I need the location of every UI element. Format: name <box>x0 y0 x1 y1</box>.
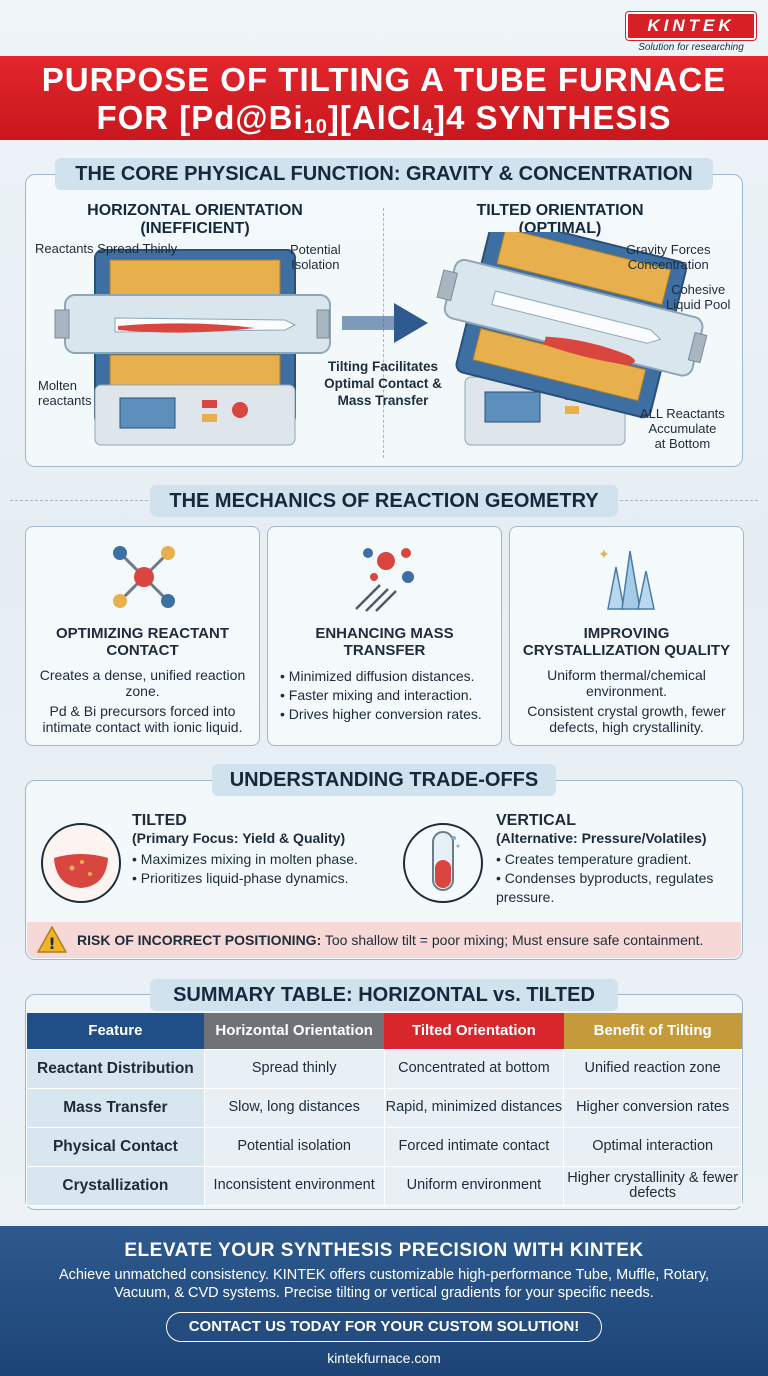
card-crystallization: ✦ IMPROVING CRYSTALLIZATION QUALITY Unif… <box>509 526 744 746</box>
test-tube-icon <box>403 823 483 903</box>
arrow-caption: Tilting Facilitates Optimal Contact & Ma… <box>324 359 442 408</box>
tradeoff-tilted: TILTED (Primary Focus: Yield & Quality) … <box>132 812 382 888</box>
label-all-reactants: ALL Reactants Accumulate at Bottom <box>640 406 725 451</box>
col-header-horizontal: Horizontal Orientation <box>204 1013 385 1049</box>
footer-heading: ELEVATE YOUR SYNTHESIS PRECISION WITH KI… <box>124 1240 644 1261</box>
card-mass-transfer: ENHANCING MASS TRANSFER Minimized diffus… <box>267 526 502 746</box>
table-row: Crystallization Inconsistent environment… <box>26 1165 742 1206</box>
crystal-icon: ✦ <box>598 547 655 610</box>
label-spread-thinly: Reactants Spread Thinly <box>35 241 178 256</box>
molecule-icon <box>113 546 175 608</box>
risk-text: Too shallow tilt = poor mixing; Must ens… <box>324 932 704 948</box>
contact-cta-button[interactable]: CONTACT US TODAY FOR YOUR CUSTOM SOLUTIO… <box>166 1312 602 1342</box>
mechanics-title: THE MECHANICS OF REACTION GEOMETRY <box>150 485 618 517</box>
brand-logo: KINTEK Solution for researching <box>626 12 756 53</box>
svg-text:!: ! <box>48 934 55 953</box>
warning-icon: ! <box>37 926 67 953</box>
footer: ELEVATE YOUR SYNTHESIS PRECISION WITH KI… <box>0 1226 768 1376</box>
footer-paragraph: Achieve unmatched consistency. KINTEK of… <box>58 1267 710 1301</box>
summary-title: SUMMARY TABLE: HORIZONTAL vs. TILTED <box>150 979 618 1011</box>
logo-tagline: Solution for researching <box>638 42 744 53</box>
table-row: Reactant Distribution Spread thinly Conc… <box>26 1048 742 1089</box>
particles-icon <box>355 548 414 612</box>
tilted-furnace-illustration <box>436 232 708 446</box>
tilted-heading: TILTED ORIENTATION (OPTIMAL) <box>476 202 644 237</box>
website-link[interactable]: kintekfurnace.com <box>327 1350 441 1366</box>
label-molten-reactants: Molten reactants <box>38 378 92 408</box>
label-cohesive-pool: Cohesive Liquid Pool <box>666 282 731 312</box>
divider <box>383 208 384 458</box>
risk-banner: ! RISK OF INCORRECT POSITIONING: Too sha… <box>27 922 741 958</box>
label-potential-isolation: Potential Isolation <box>290 242 341 272</box>
title-banner: PURPOSE OF TILTING A TUBE FURNACE FOR [P… <box>0 56 768 140</box>
svg-text:✦: ✦ <box>598 547 610 563</box>
horizontal-furnace-illustration <box>54 249 331 446</box>
risk-label: RISK OF INCORRECT POSITIONING: <box>77 932 322 948</box>
horizontal-heading: HORIZONTAL ORIENTATION (INEFFICIENT) <box>87 202 303 237</box>
arrow-right-icon <box>342 303 428 343</box>
bowl-icon <box>41 823 121 903</box>
col-header-feature: Feature <box>26 1013 205 1049</box>
title-line-1: PURPOSE OF TILTING A TUBE FURNACE <box>41 61 727 98</box>
card-reactant-contact: OPTIMIZING REACTANT CONTACT Creates a de… <box>25 526 260 746</box>
tradeoff-vertical: VERTICAL (Alternative: Pressure/Volatile… <box>496 812 736 907</box>
table-header-row: Feature Horizontal Orientation Tilted Or… <box>26 1013 742 1049</box>
core-function-title: THE CORE PHYSICAL FUNCTION: GRAVITY & CO… <box>55 158 713 190</box>
title-line-2: FOR [Pd@Bi10][AlCl4]4 SYNTHESIS <box>96 99 672 138</box>
col-header-benefit: Benefit of Tilting <box>563 1013 742 1049</box>
label-gravity-forces: Gravity Forces Concentration <box>626 242 711 272</box>
summary-table: Feature Horizontal Orientation Tilted Or… <box>26 1013 742 1206</box>
table-row: Mass Transfer Slow, long distances Rapid… <box>26 1087 742 1128</box>
col-header-tilted: Tilted Orientation <box>384 1013 564 1049</box>
table-row: Physical Contact Potential isolation For… <box>26 1126 742 1167</box>
logo-wordmark: KINTEK <box>626 12 756 40</box>
tradeoffs-title: UNDERSTANDING TRADE-OFFS <box>212 764 556 796</box>
